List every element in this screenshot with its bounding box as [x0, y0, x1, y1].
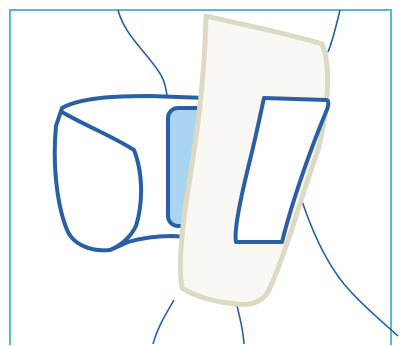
leg-contour-right-lower — [300, 195, 398, 336]
leg-contour-right-upper — [328, 10, 340, 52]
leg-contour-left-upper — [118, 10, 168, 100]
leg-contour-left-lower — [153, 300, 174, 344]
leg-contour-middle-lower — [237, 306, 244, 344]
